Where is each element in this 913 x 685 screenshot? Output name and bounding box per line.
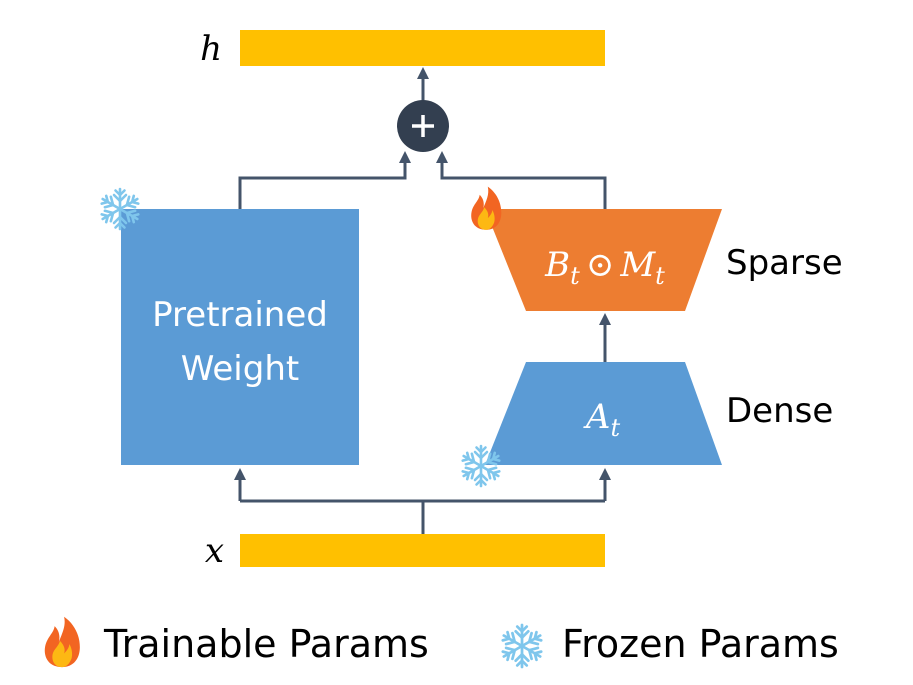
dense-matrix-box [485, 362, 722, 465]
dense-matrix-label: At [583, 397, 621, 442]
sparse-matrix-label: Bt⊙Mt [544, 245, 665, 290]
pretrained-weight-box [121, 209, 359, 465]
pretrained-label-line2: Weight [181, 349, 299, 389]
connectors [234, 67, 611, 534]
pretrained-label-line1: Pretrained [152, 295, 328, 335]
legend: Trainable Params Frozen Params [44, 616, 839, 668]
input-bar-x [240, 534, 605, 567]
path-sparse-to-sum [436, 151, 607, 209]
sparse-label: Sparse [726, 243, 843, 283]
output-label-h: h [200, 29, 222, 69]
snowflake-icon [501, 625, 544, 667]
legend-trainable-label: Trainable Params [103, 622, 429, 666]
sparse-matrix-box [485, 209, 722, 311]
flame-icon [44, 616, 80, 668]
output-bar-h [240, 30, 605, 66]
dense-label: Dense [726, 391, 833, 431]
flame-icon [471, 186, 502, 230]
snowflake-icon [461, 446, 502, 486]
input-label-x: x [205, 531, 224, 571]
legend-frozen-label: Frozen Params [562, 622, 839, 666]
path-pretrained-to-sum [238, 151, 411, 209]
